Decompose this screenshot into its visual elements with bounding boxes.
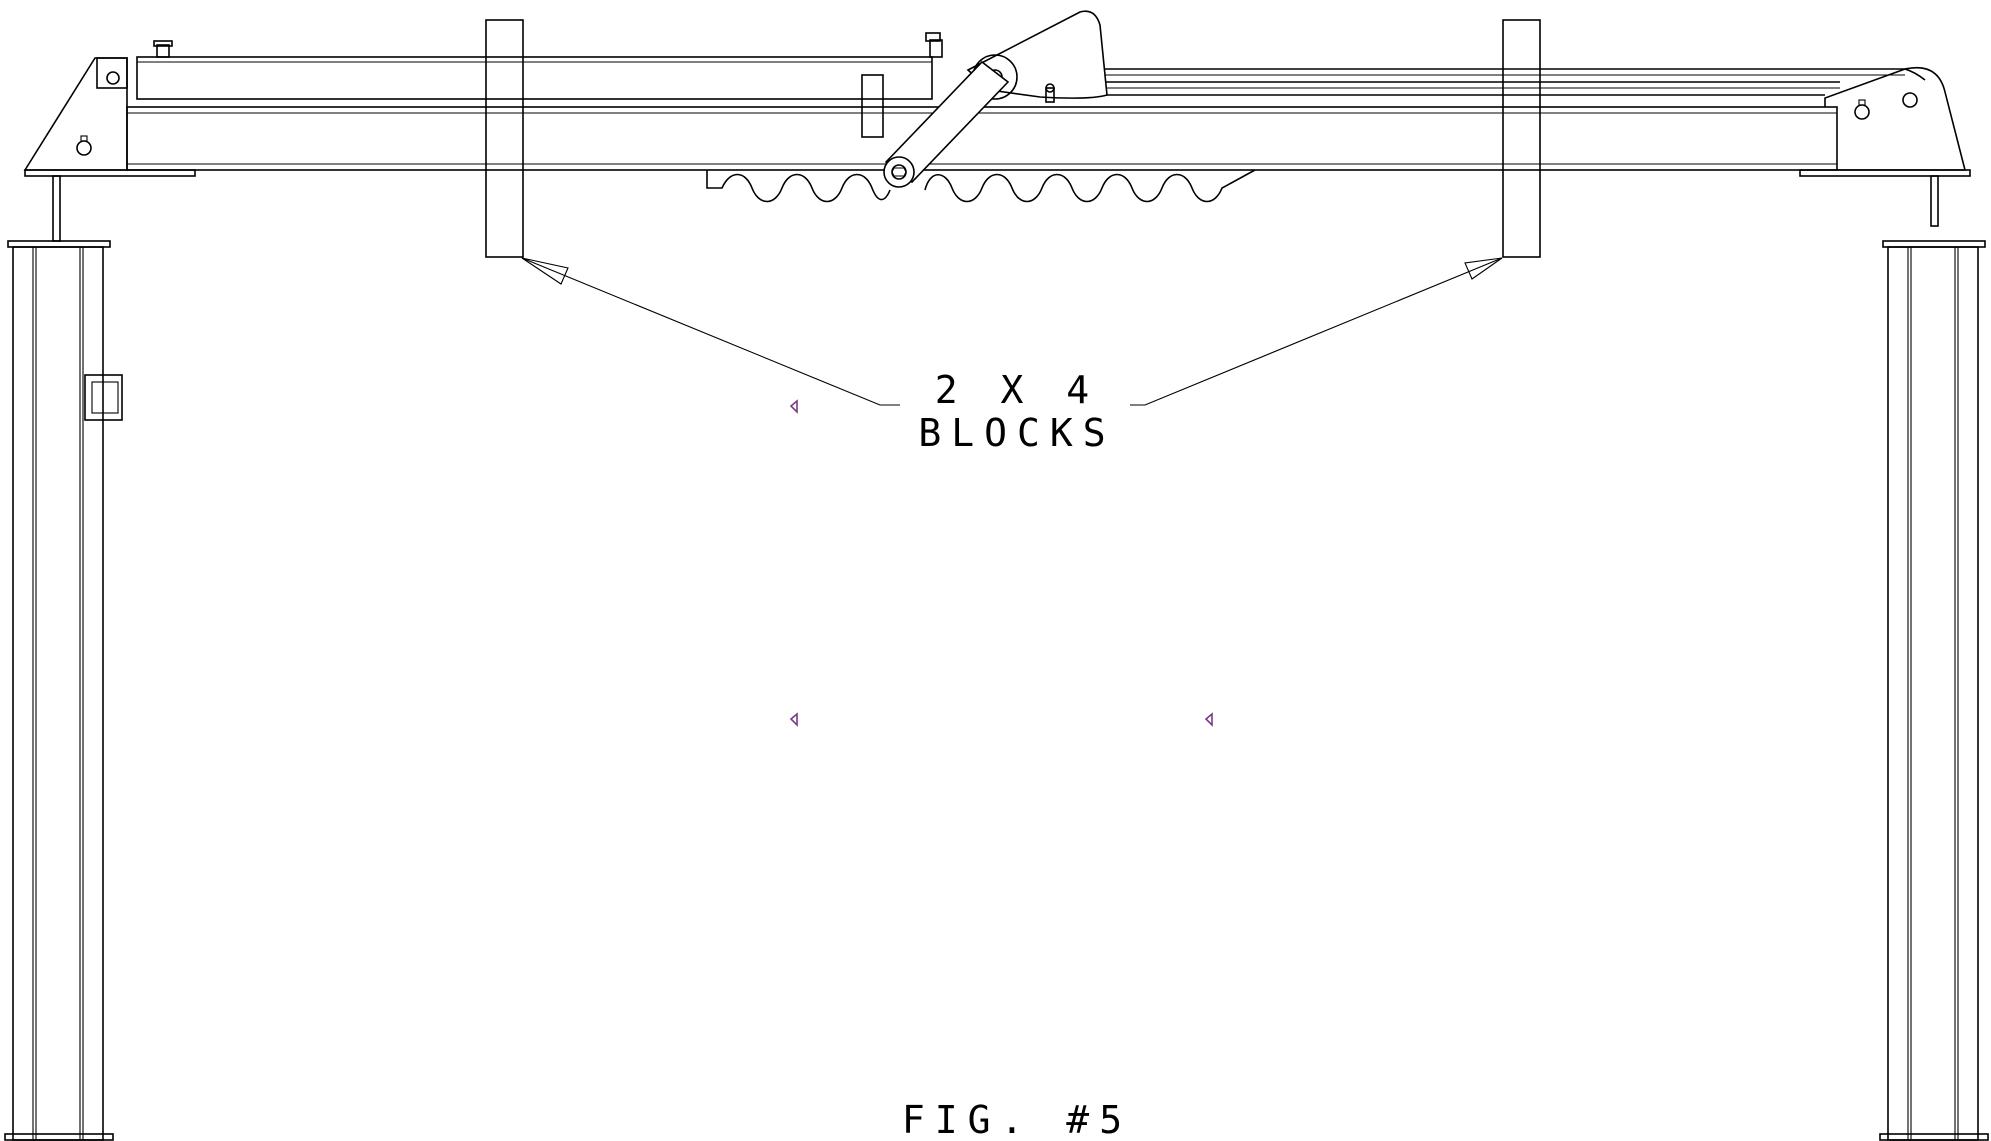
block-right <box>1502 19 1541 258</box>
rail-clamp <box>861 74 884 138</box>
crank-mechanism <box>883 10 1108 188</box>
marker-triangle-3 <box>1204 712 1213 727</box>
left-column <box>4 175 123 1141</box>
main-beam <box>24 106 1971 177</box>
left-end-bracket <box>23 57 128 171</box>
callout-label-line2: BLOCKS <box>918 411 1115 455</box>
right-end-bracket <box>1824 67 1967 171</box>
upper-rail-left <box>136 32 943 100</box>
wave-spring <box>706 169 1256 203</box>
block-left <box>485 19 524 258</box>
right-column <box>1879 175 1989 1141</box>
callout-label-line1: 2 X 4 <box>935 368 1099 412</box>
callout-leader-right <box>1130 257 1503 406</box>
marker-triangle-1 <box>789 399 798 414</box>
figure-caption: FIG. #5 <box>902 1098 1132 1141</box>
callout-leader-left <box>521 257 900 406</box>
marker-triangle-2 <box>789 712 798 727</box>
upper-rail-right <box>1075 68 1926 96</box>
